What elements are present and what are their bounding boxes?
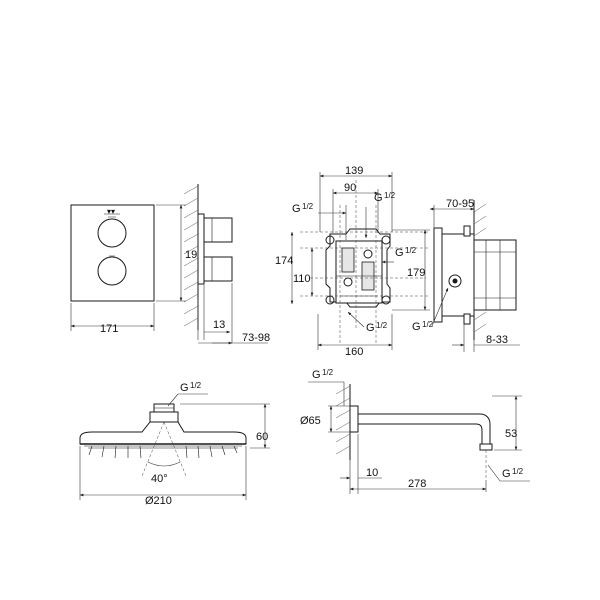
thread-top-right-g: G	[374, 192, 383, 204]
thread-arm-g: G	[312, 369, 321, 381]
dim-53: 53	[505, 428, 517, 440]
arm-tube	[358, 413, 491, 444]
thread-top-right-frac: 1/2	[384, 191, 396, 200]
thread-top-left-g: G	[292, 203, 301, 215]
dim-73-98: 73-98	[242, 332, 270, 344]
thread-right-upper-g: G	[395, 247, 404, 259]
thermostat-front-view: ▾▾ 197 171	[70, 204, 203, 335]
dim-174: 174	[275, 255, 293, 267]
thread-bottom-g: G	[366, 322, 375, 334]
dim-179: 179	[407, 267, 425, 279]
dim-13: 13	[213, 319, 225, 331]
thread-arm-end-g: G	[502, 468, 511, 480]
knob-scale-mark: ▾▾	[107, 207, 115, 216]
lower-handle-side	[203, 256, 233, 282]
concealed-body-side-view: G 1/2 70-95 8-33	[412, 198, 520, 352]
thread-shower-frac: 1/2	[190, 381, 202, 390]
head-shower-view: 40° G 1/2 60 Ø210	[79, 381, 270, 507]
shower-arm-view: G 1/2 Ø65 53 10 278 G 1/2	[300, 368, 530, 494]
dim-110: 110	[293, 273, 311, 285]
dim-diameter-65: Ø65	[300, 415, 321, 427]
dim-160: 160	[345, 346, 363, 358]
thread-right-lower-g: G	[412, 321, 421, 333]
dim-70-95: 70-95	[446, 198, 474, 210]
wall-rosette	[349, 405, 359, 433]
shower-head-body	[79, 421, 247, 445]
dim-diameter-210: Ø210	[145, 495, 172, 507]
dim-60: 60	[256, 431, 268, 443]
knob-marks	[104, 213, 120, 257]
thread-shower-g: G	[180, 382, 189, 394]
dim-139: 139	[345, 165, 363, 177]
spray-angle-40: 40°	[151, 473, 168, 485]
dim-8-33: 8-33	[486, 334, 508, 346]
thermostat-side-view: 13 73-98	[183, 184, 270, 345]
dim-10: 10	[366, 467, 378, 479]
thread-right-upper-frac: 1/2	[405, 246, 417, 255]
thread-arm-end-frac: 1/2	[512, 467, 524, 476]
thread-bottom-frac: 1/2	[376, 321, 388, 330]
thread-top-left-frac: 1/2	[302, 202, 314, 211]
dim-171: 171	[100, 323, 118, 335]
thread-arm-frac: 1/2	[322, 368, 334, 377]
dim-90: 90	[344, 182, 356, 194]
dim-278: 278	[408, 478, 426, 490]
concealed-body-front-view: 139 90 G 1/2 G 1/2 G 1/2 174 110 179 G 1…	[275, 165, 430, 358]
temperature-knob	[97, 218, 127, 248]
thread-right-lower-frac: 1/2	[422, 320, 434, 329]
flow-knob	[97, 256, 127, 286]
upper-handle-side	[203, 217, 233, 243]
